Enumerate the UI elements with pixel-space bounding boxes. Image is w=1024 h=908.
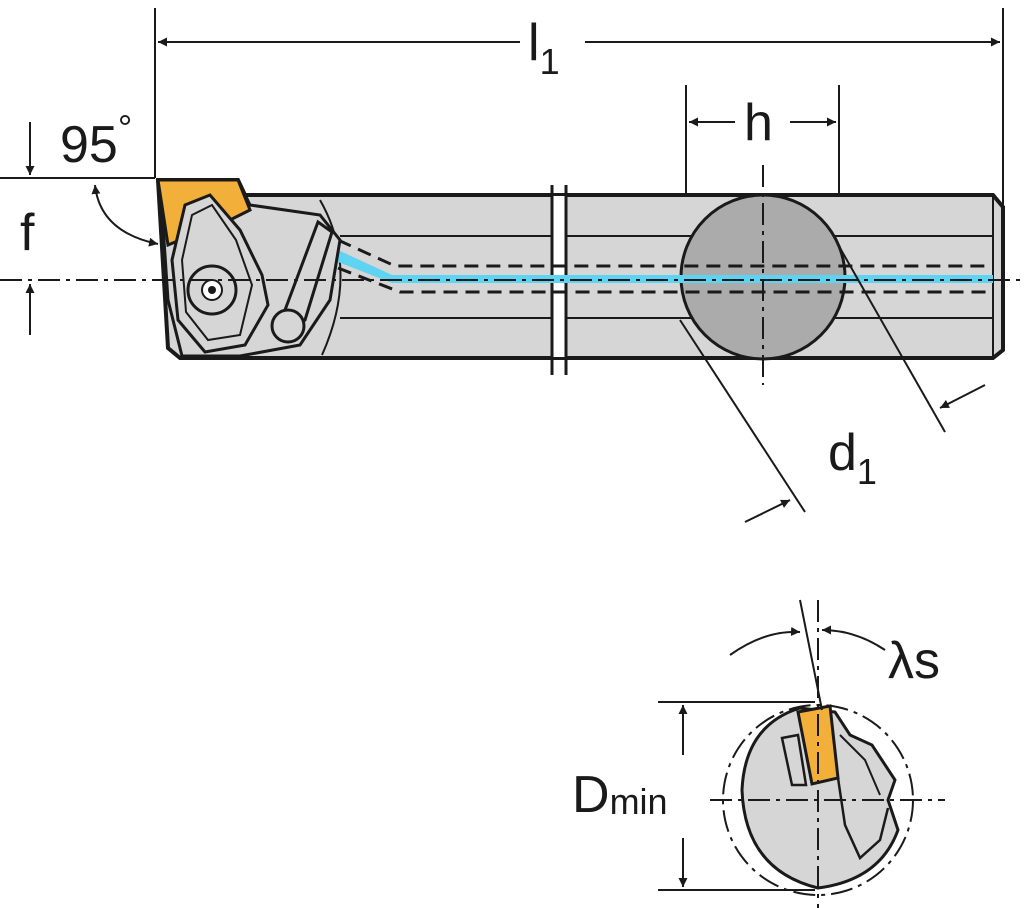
dim-f: f xyxy=(20,204,35,262)
bar-end-view: λs Dmin xyxy=(572,599,945,908)
dim-lambda-s: λs xyxy=(888,632,940,690)
dimensions: l1 h 95° f d1 xyxy=(0,8,1004,523)
dim-dmin: Dmin xyxy=(572,766,668,824)
dim-h: h xyxy=(744,94,773,152)
dim-l1: l1 xyxy=(528,14,560,82)
dim-d1: d1 xyxy=(828,424,877,492)
torx-screw-icon xyxy=(186,264,238,316)
bar-side-view xyxy=(0,165,1024,385)
dim-angle: 95° xyxy=(60,107,132,174)
insert-head xyxy=(156,178,342,358)
